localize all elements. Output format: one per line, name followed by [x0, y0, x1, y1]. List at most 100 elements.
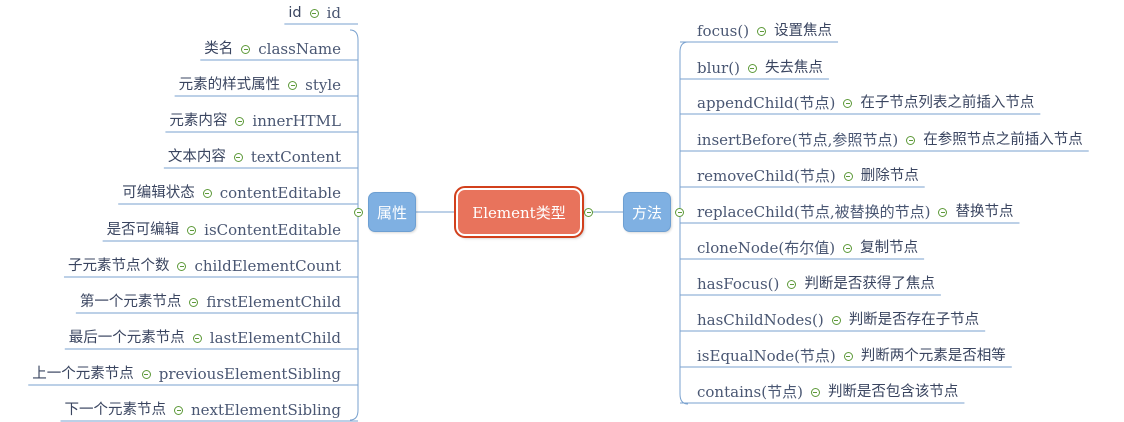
method-name: cloneNode(布尔值) [697, 239, 836, 257]
collapse-icon[interactable] [177, 261, 187, 271]
property-name: nextElementSibling [191, 401, 341, 419]
connector-line [349, 29, 359, 212]
property-name: className [258, 40, 341, 58]
method-name: contains(节点) [697, 383, 803, 401]
method-name: appendChild(节点) [697, 94, 836, 112]
collapse-icon[interactable] [241, 44, 251, 54]
method-name: removeChild(节点) [697, 167, 836, 185]
method-item[interactable]: appendChild(节点) 在子节点列表之前插入节点 [697, 93, 1034, 113]
collapse-icon[interactable] [831, 315, 841, 325]
method-item[interactable]: replaceChild(节点,被替换的节点) 替换节点 [697, 202, 1013, 222]
collapse-icon[interactable] [354, 208, 363, 217]
property-item[interactable]: 元素内容 innerHTML [169, 111, 341, 131]
branch-methods[interactable]: 方法 [623, 192, 671, 232]
collapse-icon[interactable] [584, 208, 593, 217]
method-name: hasFocus() [697, 275, 780, 293]
method-item[interactable]: blur()失去焦点 [697, 58, 823, 78]
property-description: 第一个元素节点 [79, 294, 182, 310]
method-description: 判断是否存在子节点 [848, 312, 980, 328]
property-item[interactable]: 最后一个元素节点 lastElementChild [69, 328, 341, 348]
method-description: 设置焦点 [774, 23, 833, 39]
method-name: hasChildNodes() [697, 311, 824, 329]
collapse-icon[interactable] [810, 387, 820, 397]
collapse-icon[interactable] [288, 80, 298, 90]
method-item[interactable]: focus() 设置焦点 [697, 21, 832, 41]
central-topic[interactable]: Element类型 [454, 186, 584, 238]
collapse-icon[interactable] [747, 63, 757, 73]
method-name: blur() [697, 59, 740, 77]
collapse-icon[interactable] [757, 26, 767, 36]
property-description: id [288, 5, 302, 21]
collapse-icon[interactable] [843, 98, 853, 108]
branch-properties-label: 属性 [376, 203, 407, 222]
collapse-icon[interactable] [843, 243, 853, 253]
collapse-icon[interactable] [192, 333, 202, 343]
collapse-icon[interactable] [843, 171, 853, 181]
collapse-icon[interactable] [906, 135, 916, 145]
property-description: 元素内容 [169, 113, 228, 129]
method-description: 复制节点 [860, 240, 919, 256]
property-item[interactable]: 第一个元素节点 firstElementChild [80, 292, 341, 312]
method-item[interactable]: contains(节点) 判断是否包含该节点 [697, 382, 958, 402]
property-description: 上一个元素节点 [32, 366, 134, 382]
collapse-icon[interactable] [141, 369, 151, 379]
branch-properties[interactable]: 属性 [368, 192, 416, 232]
property-name: style [305, 76, 341, 94]
method-item[interactable]: hasFocus() 判断是否获得了焦点 [697, 274, 935, 294]
method-item[interactable]: cloneNode(布尔值) 复制节点 [697, 238, 918, 258]
collapse-icon[interactable] [233, 152, 243, 162]
method-description: 判断是否包含该节点 [827, 384, 959, 400]
collapse-icon[interactable] [202, 188, 212, 198]
collapse-icon[interactable] [174, 405, 184, 415]
central-topic-label: Element类型 [472, 203, 566, 222]
property-name: firstElementChild [206, 293, 341, 311]
method-name: replaceChild(节点,被替换的节点) [697, 203, 931, 221]
method-description: 替换节点 [955, 204, 1014, 220]
collapse-icon[interactable] [309, 8, 319, 18]
method-item[interactable]: isEqualNode(节点)判断两个元素是否相等 [697, 346, 1006, 366]
property-name: childElementCount [194, 257, 341, 275]
property-item[interactable]: 元素的样式属性 style [179, 75, 341, 95]
property-item[interactable]: 下一个元素节点 nextElementSibling [65, 400, 341, 420]
property-item[interactable]: 上一个元素节点 previousElementSibling [32, 364, 341, 384]
property-description: 文本内容 [167, 149, 226, 165]
property-name: previousElementSibling [158, 365, 341, 383]
method-item[interactable]: hasChildNodes() 判断是否存在子节点 [697, 310, 979, 330]
property-item[interactable]: 可编辑状态 contentEditable [122, 183, 341, 203]
collapse-icon[interactable] [235, 116, 245, 126]
connector-line [349, 212, 359, 421]
property-description: 可编辑状态 [122, 185, 195, 201]
property-name: contentEditable [219, 184, 341, 202]
property-description: 是否可编辑 [106, 222, 180, 238]
property-description: 下一个元素节点 [64, 402, 167, 418]
property-name: textContent [250, 148, 341, 166]
collapse-icon[interactable] [189, 297, 199, 307]
collapse-icon[interactable] [187, 225, 197, 235]
method-description: 在参照节点之前插入节点 [923, 132, 1083, 148]
method-name: insertBefore(节点,参照节点) [697, 131, 899, 149]
connector-line [679, 212, 689, 405]
method-description: 判断两个元素是否相等 [860, 348, 1006, 364]
property-name: id [326, 4, 341, 22]
method-description: 判断是否获得了焦点 [804, 276, 935, 292]
method-name: focus() [697, 22, 750, 40]
collapse-icon[interactable] [843, 351, 853, 361]
property-description: 元素的样式属性 [178, 77, 281, 93]
method-description: 删除节点 [860, 168, 919, 184]
branch-methods-label: 方法 [631, 203, 662, 222]
property-item[interactable]: 文本内容 textContent [168, 147, 341, 167]
property-name: innerHTML [252, 112, 341, 130]
property-name: lastElementChild [209, 329, 341, 347]
collapse-icon[interactable] [938, 207, 948, 217]
property-item[interactable]: id id [288, 3, 341, 23]
property-description: 最后一个元素节点 [68, 330, 185, 346]
method-description: 在子节点列表之前插入节点 [860, 95, 1035, 111]
collapse-icon[interactable] [675, 208, 684, 217]
method-item[interactable]: insertBefore(节点,参照节点) 在参照节点之前插入节点 [697, 130, 1083, 150]
collapse-icon[interactable] [787, 279, 797, 289]
method-item[interactable]: removeChild(节点) 删除节点 [697, 166, 919, 186]
